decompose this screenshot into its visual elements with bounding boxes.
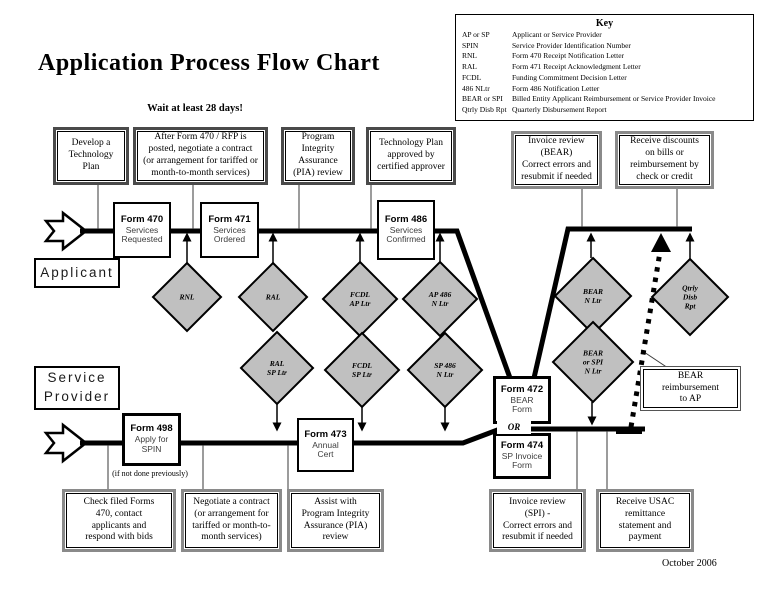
form-472-title: Form 472 <box>500 383 544 395</box>
form-486-subtitle: Services Confirmed <box>386 224 426 245</box>
key-desc: Applicant or Service Provider <box>512 30 602 39</box>
diamond-label-bear-spi: BEAR or SPI N Ltr <box>582 348 604 376</box>
key-desc: Quarterly Disbursement Report <box>512 105 607 115</box>
lane-label-applicant: Applicant <box>34 258 120 288</box>
diamond-label-qtrly: Qtrly Disb Rpt <box>682 283 698 311</box>
diamond-label-ap486: AP 486 N Ltr <box>428 290 452 308</box>
key-desc: Service Provider Identification Number <box>512 40 631 50</box>
lane-label-service-provider: Service Provider <box>34 366 120 410</box>
diamond-bear-spi <box>551 320 635 404</box>
form-470-box: Form 470 Services Requested <box>113 202 171 258</box>
applicant-start-arrow-icon <box>43 210 89 252</box>
bear-reimbursement-box: BEAR reimbursement to AP <box>640 366 741 411</box>
diamond-ral <box>237 261 309 333</box>
page-title: Application Process Flow Chart <box>38 50 380 76</box>
box-invoice-review-spi: Invoice review (SPI) - Correct errors an… <box>489 489 586 552</box>
key-desc: Form 470 Receipt Notification Letter <box>512 51 625 61</box>
key-row: 486 NLtr Form 486 Notification Letter <box>462 84 747 95</box>
key-row: RNL Form 470 Receipt Notification Letter <box>462 51 747 62</box>
form-473-subtitle: Annual Cert <box>312 439 339 460</box>
diamond-label-fcdl-sp: FCDL SP Ltr <box>351 361 373 379</box>
key-term: RAL <box>462 62 477 72</box>
key-row: SPIN Service Provider Identification Numb… <box>462 41 747 52</box>
form-474-box: Form 474 SP Invoice Form <box>493 433 551 479</box>
diamond-ap486 <box>401 260 479 338</box>
key-term: Qtrly Disb Rpt <box>462 105 507 115</box>
form-471-subtitle: Services Ordered <box>213 224 246 245</box>
wait-note: Wait at least 28 days! <box>147 103 243 114</box>
diamond-sp486 <box>406 331 484 409</box>
diamond-label-bear-nltr: BEAR N Ltr <box>582 287 604 305</box>
diamond-label-ral: RAL <box>265 292 281 302</box>
box-develop-tech-plan: Develop a Technology Plan <box>53 127 129 185</box>
key-term: AP or SP <box>462 30 490 39</box>
service-provider-start-arrow-icon <box>43 422 89 464</box>
key-term: SPIN <box>462 40 479 50</box>
key-row: RAL Form 471 Receipt Acknowledgment Lette… <box>462 62 747 73</box>
spin-note: (if not done previously) <box>112 469 188 478</box>
key-desc: Billed Entity Applicant Reimbursement or… <box>512 94 716 104</box>
form-472-box: Form 472 BEAR Form <box>493 376 551 424</box>
diamond-qtrly <box>650 257 730 337</box>
key-row: AP or SP Applicant or Service Provider <box>462 30 747 41</box>
diamond-label-fcdl-ap: FCDL AP Ltr <box>349 290 371 308</box>
box-assist-pia: Assist with Program Integrity Assurance … <box>287 489 384 552</box>
key-term: BEAR or SPI <box>462 94 503 104</box>
footer-date: October 2006 <box>662 558 717 569</box>
key-desc: Funding Commitment Decision Letter <box>512 72 627 82</box>
key-term: 486 NLtr <box>462 83 490 93</box>
box-negotiate-contract: Negotiate a contract (or arrangement for… <box>181 489 282 552</box>
key-row: BEAR or SPI Billed Entity Applicant Reimb… <box>462 94 747 105</box>
form-498-box: Form 498 Apply for SPIN <box>122 413 181 466</box>
service-provider-flow-line <box>80 426 645 446</box>
key-row: Qtrly Disb Rpt Quarterly Disbursement Rep… <box>462 105 747 116</box>
diamond-label-rnl: RNL <box>179 292 195 302</box>
box-pia-review: Program Integrity Assurance (PIA) review <box>281 127 355 185</box>
form-498-subtitle: Apply for SPIN <box>134 434 169 454</box>
invoice-flow-line <box>531 226 692 379</box>
diamond-rnl <box>151 261 223 333</box>
diamond-label-ral-sp: RAL SP Ltr <box>267 359 287 377</box>
form-474-subtitle: SP Invoice Form <box>501 450 543 471</box>
letter-diamonds <box>151 256 730 409</box>
box-after-form-470: After Form 470 / RFP is posted, negotiat… <box>133 127 268 185</box>
diamond-label-sp486: SP 486 N Ltr <box>434 361 456 379</box>
diamond-fcdl-sp <box>323 331 401 409</box>
form-498-title: Form 498 <box>130 423 173 435</box>
box-check-filed-forms: Check filed Forms 470, contact applicant… <box>62 489 176 552</box>
key-term: FCDL <box>462 72 482 82</box>
form-472-subtitle: BEAR Form <box>510 394 534 415</box>
box-tech-plan-approved: Technology Plan approved by certified ap… <box>366 127 456 185</box>
form-471-title: Form 471 <box>208 213 251 225</box>
form-473-title: Form 473 <box>304 428 347 440</box>
form-471-box: Form 471 Services Ordered <box>200 202 259 258</box>
form-470-subtitle: Services Requested <box>121 224 163 245</box>
diamond-ral-sp <box>239 330 315 406</box>
form-474-title: Form 474 <box>500 439 544 451</box>
bear-reimbursement-dashed-arrow <box>616 233 671 434</box>
box-receive-usac: Receive USAC remittance statement and pa… <box>596 489 694 552</box>
form-486-box: Form 486 Services Confirmed <box>377 200 435 260</box>
key-legend: Key AP or SP Applicant or Service Provide… <box>455 14 754 121</box>
form-473-box: Form 473 Annual Cert <box>297 418 354 472</box>
key-term: RNL <box>462 51 477 61</box>
letter-arrows <box>182 232 695 432</box>
key-title: Key <box>595 18 614 29</box>
form-486-title: Form 486 <box>384 213 428 225</box>
or-label: OR <box>497 420 531 434</box>
key-desc: Form 486 Notification Letter <box>512 83 600 93</box>
key-row: FCDL Funding Commitment Decision Letter <box>462 73 747 84</box>
key-desc: Form 471 Receipt Acknowledgment Letter <box>512 62 641 72</box>
box-invoice-review-bear: Invoice review (BEAR) Correct errors and… <box>511 131 602 189</box>
box-receive-discounts: Receive discounts on bills or reimbursem… <box>615 131 714 189</box>
form-470-title: Form 470 <box>120 213 164 225</box>
